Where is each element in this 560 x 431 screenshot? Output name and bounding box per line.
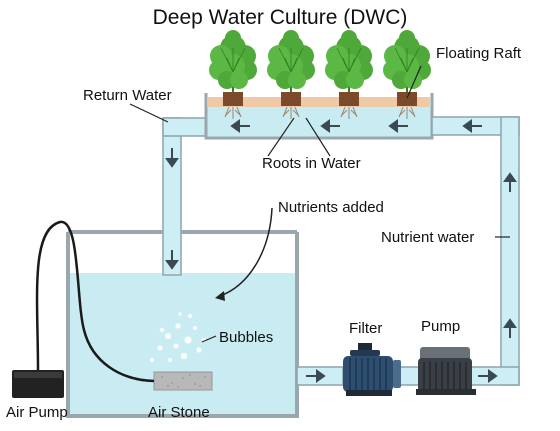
pipe-joint — [164, 119, 180, 135]
plant-pot — [281, 92, 301, 106]
pipe-filter-to-pump — [397, 366, 421, 386]
plant-vein — [226, 57, 234, 73]
reservoir-tank — [66, 232, 299, 418]
plant-roots — [224, 106, 242, 119]
pipe-joint — [502, 118, 518, 134]
plant-foliage — [230, 71, 248, 89]
label-nutrients-added: Nutrients added — [278, 199, 384, 216]
air-pump — [12, 370, 64, 398]
plants-group — [209, 30, 431, 119]
nutrients-arrow-head — [215, 291, 225, 301]
plant-roots — [398, 106, 416, 119]
plant-foliage — [288, 71, 306, 89]
arrow-down-icon — [165, 148, 179, 168]
plant-vein — [290, 47, 304, 73]
air-stone-texture — [161, 374, 206, 388]
plant-foliage — [225, 30, 241, 46]
pump-unit — [416, 347, 476, 395]
plant — [267, 30, 315, 119]
arrow-right-icon — [306, 369, 326, 383]
label-pump: Pump — [421, 318, 461, 335]
plant-foliage — [341, 30, 357, 46]
plant-foliage — [283, 30, 299, 46]
arrow-left-icon — [230, 119, 250, 133]
arrow-left-icon — [320, 119, 340, 133]
nutrients-arrow — [219, 207, 273, 297]
arrow-left-icon — [388, 119, 408, 133]
plant-pot — [397, 92, 417, 106]
arrow-left-icon — [462, 119, 482, 133]
label-nutrient-water: Nutrient water — [381, 229, 475, 246]
plant-vein — [406, 47, 420, 73]
air-hose — [35, 220, 155, 383]
label-filter: Filter — [349, 320, 383, 337]
plant-vein — [400, 57, 408, 73]
reservoir-water — [68, 273, 297, 416]
plant-roots — [282, 106, 300, 119]
flow-arrows — [165, 119, 517, 383]
diagram-title: Deep Water Culture (DWC) — [152, 6, 408, 29]
plant-foliage — [346, 71, 364, 89]
plant-vein — [284, 57, 292, 73]
bubbles-group — [149, 312, 207, 363]
plant — [209, 30, 257, 119]
label-bubbles: Bubbles — [219, 329, 274, 346]
plant-vein — [348, 47, 362, 73]
plant-vein — [342, 57, 350, 73]
label-air-pump: Air Pump — [6, 404, 68, 421]
plant-foliage — [399, 30, 415, 46]
pipe-joint — [502, 368, 518, 384]
plant-pot — [339, 92, 359, 106]
plant-pot — [223, 92, 243, 106]
leader-lines — [129, 65, 510, 343]
label-air-stone: Air Stone — [148, 404, 210, 421]
air-stone — [153, 371, 213, 391]
plant-roots — [340, 106, 358, 119]
label-roots-in-water: Roots in Water — [262, 155, 361, 172]
arrow-right-icon — [478, 369, 498, 383]
nutrient-water-pipe — [500, 116, 520, 386]
plant — [383, 30, 431, 119]
plant-vein — [232, 47, 246, 73]
label-return-water: Return Water — [83, 87, 172, 104]
plant — [325, 30, 373, 119]
label-floating-raft: Floating Raft — [436, 45, 522, 62]
floating-raft — [208, 97, 430, 107]
plant-foliage — [404, 71, 422, 89]
arrow-up-icon — [503, 318, 517, 338]
arrow-up-icon — [503, 172, 517, 192]
arrow-down-icon — [165, 250, 179, 270]
filter-unit — [343, 343, 401, 396]
